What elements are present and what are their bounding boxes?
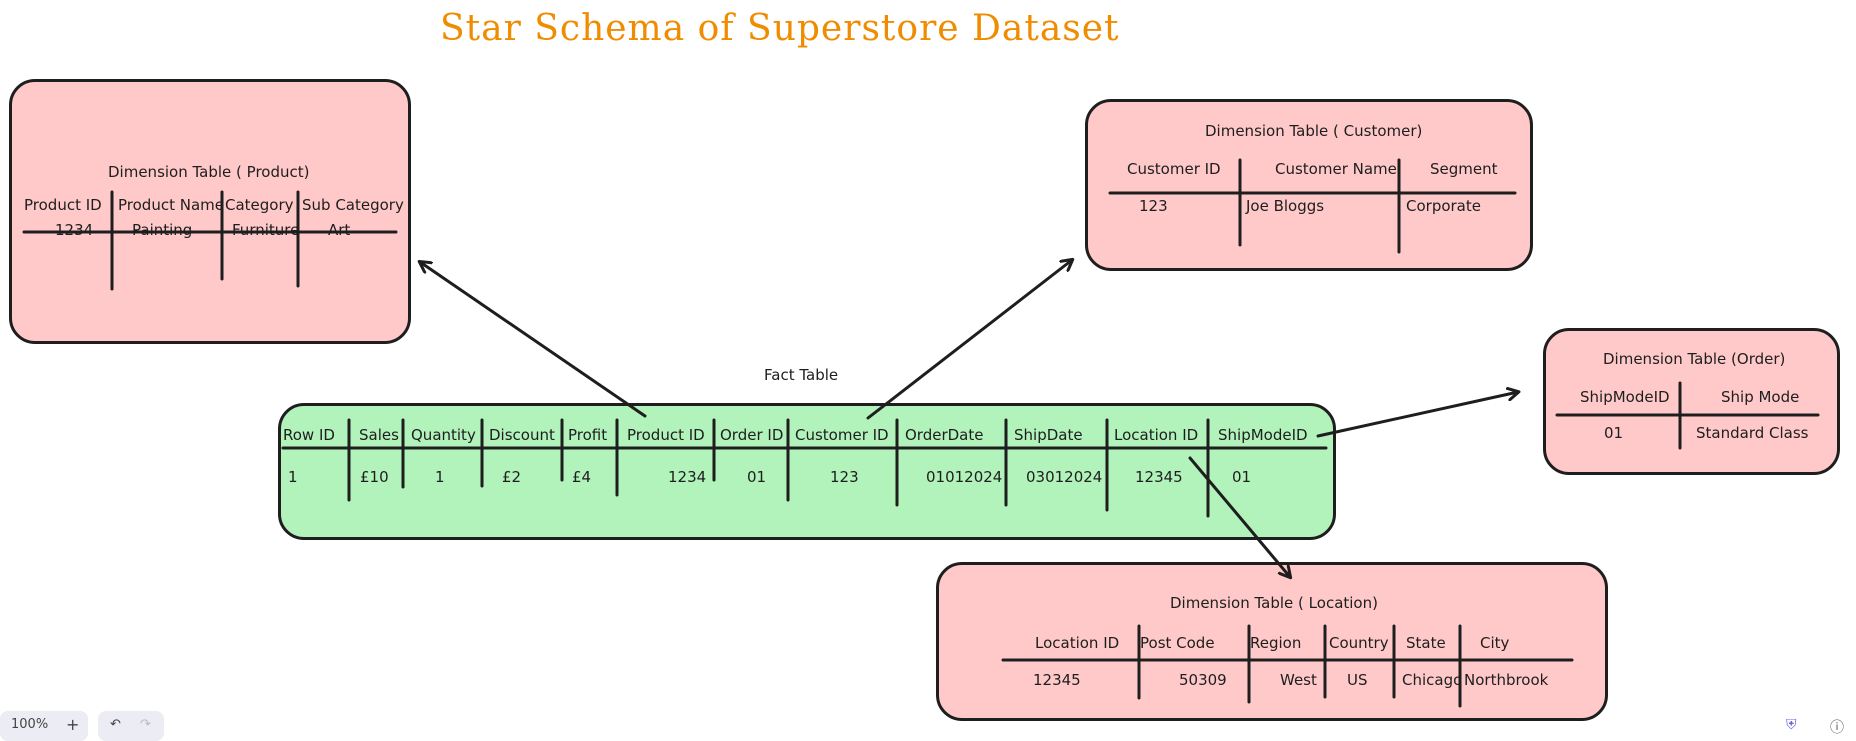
undo-icon[interactable]: ↶	[110, 717, 121, 732]
product-header-2: Category	[225, 196, 294, 214]
fact-value-5: 1234	[668, 468, 707, 486]
location-dimension-box[interactable]	[936, 562, 1608, 721]
location-header-5: City	[1480, 634, 1510, 652]
customer-dimension-box[interactable]	[1085, 99, 1533, 271]
fact-header-5: Product ID	[627, 426, 705, 444]
location-header-1: Post Code	[1140, 634, 1215, 652]
fact-table-box[interactable]	[278, 403, 1336, 540]
fact-value-2: 1	[435, 468, 445, 486]
fact-header-6: Order ID	[720, 426, 784, 444]
customer-table-caption: Dimension Table ( Customer)	[1205, 122, 1423, 140]
order-dimension-box[interactable]	[1543, 328, 1840, 475]
fact-value-8: 01012024	[926, 468, 1003, 486]
location-value-5: Northbrook	[1464, 671, 1549, 689]
location-value-1: 50309	[1179, 671, 1227, 689]
product-value-3: Art	[328, 221, 351, 239]
order-table-caption: Dimension Table (Order)	[1603, 350, 1786, 368]
location-value-3: US	[1347, 671, 1368, 689]
location-header-2: Region	[1250, 634, 1302, 652]
zoom-group: 100% +	[0, 711, 88, 741]
order-header-0: ShipModeID	[1580, 388, 1670, 406]
fact-value-6: 01	[747, 468, 767, 486]
history-group: ↶ ↷	[98, 711, 164, 741]
product-header-0: Product ID	[24, 196, 102, 214]
order-value-0: 01	[1604, 424, 1624, 442]
product-header-1: Product Name	[118, 196, 224, 214]
fact-header-2: Quantity	[411, 426, 476, 444]
fact-value-3: £2	[502, 468, 522, 486]
fact-header-8: OrderDate	[905, 426, 984, 444]
zoom-in-button[interactable]: +	[66, 715, 80, 734]
fact-value-0: 1	[288, 468, 298, 486]
fact-header-0: Row ID	[283, 426, 335, 444]
redo-icon[interactable]: ↷	[140, 717, 151, 732]
product-dimension-box[interactable]	[9, 79, 411, 344]
customer-value-1: Joe Bloggs	[1246, 197, 1325, 215]
product-value-1: Painting	[132, 221, 193, 239]
fact-value-11: 01	[1232, 468, 1252, 486]
fact-header-11: ShipModeID	[1218, 426, 1308, 444]
location-header-4: State	[1406, 634, 1446, 652]
fact-header-9: ShipDate	[1014, 426, 1083, 444]
location-value-4: Chicago	[1402, 671, 1463, 689]
customer-header-2: Segment	[1430, 160, 1498, 178]
fact-value-10: 12345	[1135, 468, 1183, 486]
fact-header-7: Customer ID	[795, 426, 889, 444]
location-value-2: West	[1280, 671, 1317, 689]
location-header-0: Location ID	[1035, 634, 1120, 652]
customer-value-2: Corporate	[1406, 197, 1481, 215]
fact-header-10: Location ID	[1114, 426, 1199, 444]
product-value-2: Furniture	[232, 221, 300, 239]
diagram-title: Star Schema of Superstore Dataset	[440, 8, 1120, 49]
customer-header-1: Customer Name	[1275, 160, 1397, 178]
product-table-caption: Dimension Table ( Product)	[108, 163, 310, 181]
fact-header-1: Sales	[359, 426, 399, 444]
fact-table-caption: Fact Table	[764, 366, 839, 384]
fact-value-9: 03012024	[1026, 468, 1103, 486]
customer-header-0: Customer ID	[1127, 160, 1221, 178]
location-table-caption: Dimension Table ( Location)	[1170, 594, 1378, 612]
location-header-3: Country	[1329, 634, 1389, 652]
help-icon[interactable]: ⓘ	[1830, 720, 1844, 736]
fact-value-1: £10	[360, 468, 389, 486]
product-value-0: 1234	[55, 221, 94, 239]
product-header-3: Sub Category	[302, 196, 404, 214]
shield-icon[interactable]: ⛨	[1786, 717, 1797, 733]
fact-value-4: £4	[572, 468, 592, 486]
customer-value-0: 123	[1139, 197, 1168, 215]
fact-value-7: 123	[830, 468, 859, 486]
fact-header-4: Profit	[568, 426, 608, 444]
zoom-level[interactable]: 100%	[11, 717, 49, 732]
fact-header-3: Discount	[489, 426, 555, 444]
location-value-0: 12345	[1033, 671, 1081, 689]
order-value-1: Standard Class	[1696, 424, 1809, 442]
order-header-1: Ship Mode	[1721, 388, 1800, 406]
